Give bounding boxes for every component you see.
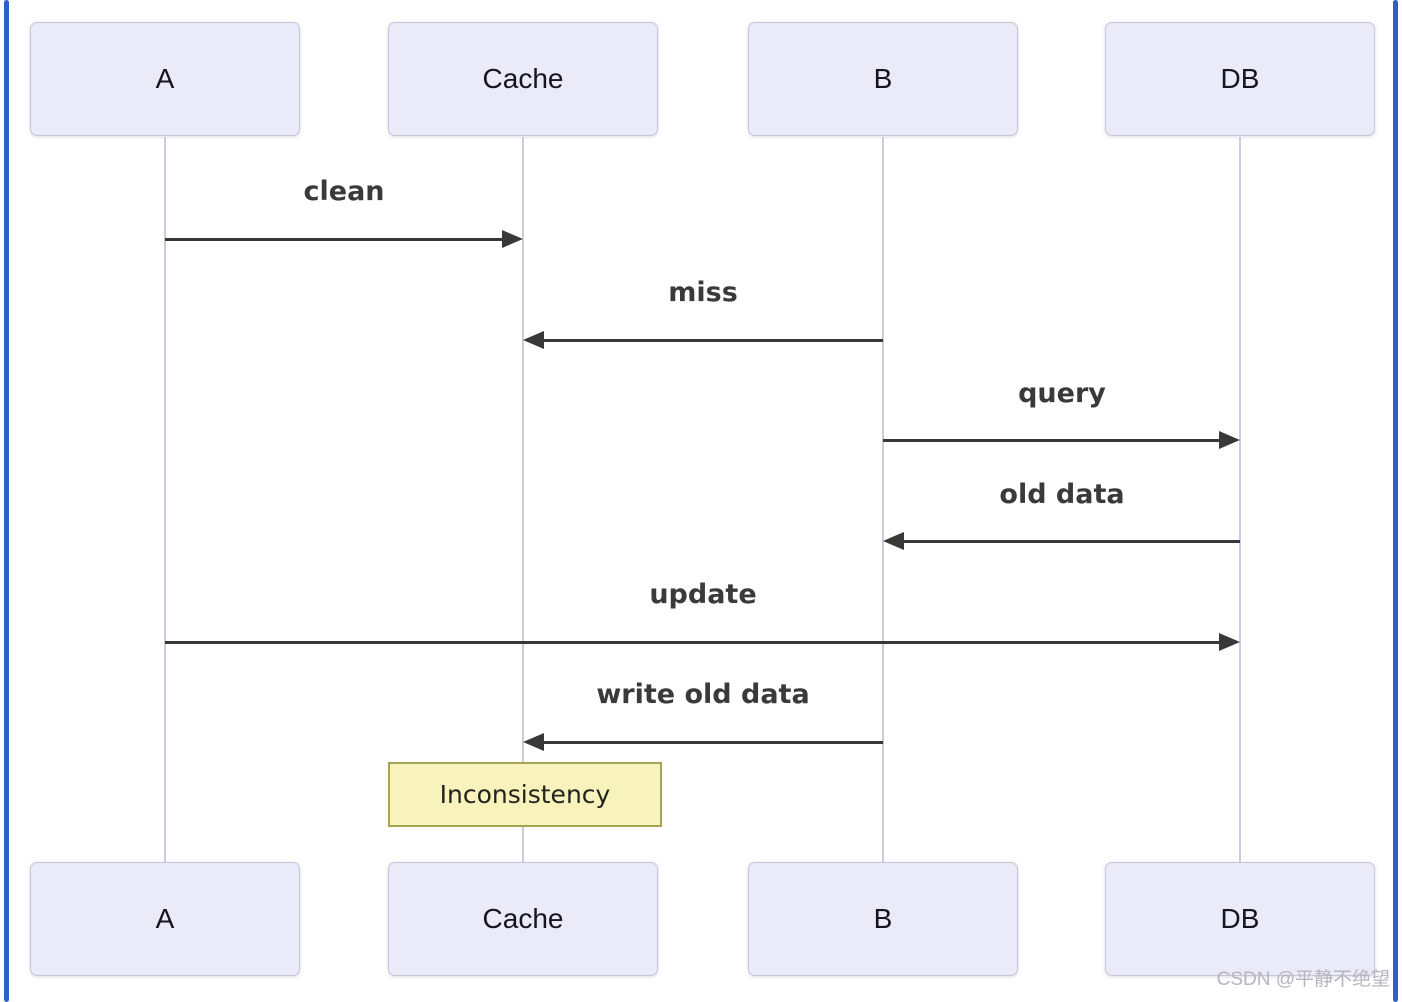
arrowhead-right-icon: [1219, 633, 1240, 651]
actor-box-b-bottom: B: [748, 862, 1018, 976]
lifeline-b: [882, 137, 884, 862]
lifeline-cache: [522, 137, 524, 862]
message-label-old-data: old data: [999, 479, 1125, 510]
actor-box-a-top: A: [30, 22, 300, 136]
actor-box-db-bottom: DB: [1105, 862, 1375, 976]
message-label-update: update: [649, 579, 757, 610]
lifeline-a: [164, 137, 166, 862]
actor-box-b-top: B: [748, 22, 1018, 136]
arrowhead-left-icon: [883, 532, 904, 550]
message-label-clean: clean: [303, 176, 385, 207]
note-inconsistency: Inconsistency: [388, 762, 662, 827]
message-line-miss: [543, 339, 883, 342]
arrowhead-left-icon: [523, 733, 544, 751]
lifeline-db: [1239, 137, 1241, 862]
arrowhead-left-icon: [523, 331, 544, 349]
actor-box-db-top: DB: [1105, 22, 1375, 136]
page-frame-right-border: [1393, 0, 1398, 1002]
csdn-watermark: CSDN @平静不绝望: [1216, 969, 1390, 990]
actor-box-cache-bottom: Cache: [388, 862, 658, 976]
arrowhead-right-icon: [502, 230, 523, 248]
message-line-query: [883, 439, 1220, 442]
message-line-write-old-data: [543, 741, 883, 744]
page-frame-left-border: [4, 0, 9, 1002]
arrowhead-right-icon: [1219, 431, 1240, 449]
message-label-write-old-data: write old data: [596, 679, 810, 710]
message-line-update: [165, 641, 1220, 644]
actor-box-a-bottom: A: [30, 862, 300, 976]
message-line-clean: [165, 238, 503, 241]
message-line-old-data: [903, 540, 1240, 543]
message-label-query: query: [1018, 378, 1106, 409]
actor-box-cache-top: Cache: [388, 22, 658, 136]
message-label-miss: miss: [668, 277, 738, 308]
